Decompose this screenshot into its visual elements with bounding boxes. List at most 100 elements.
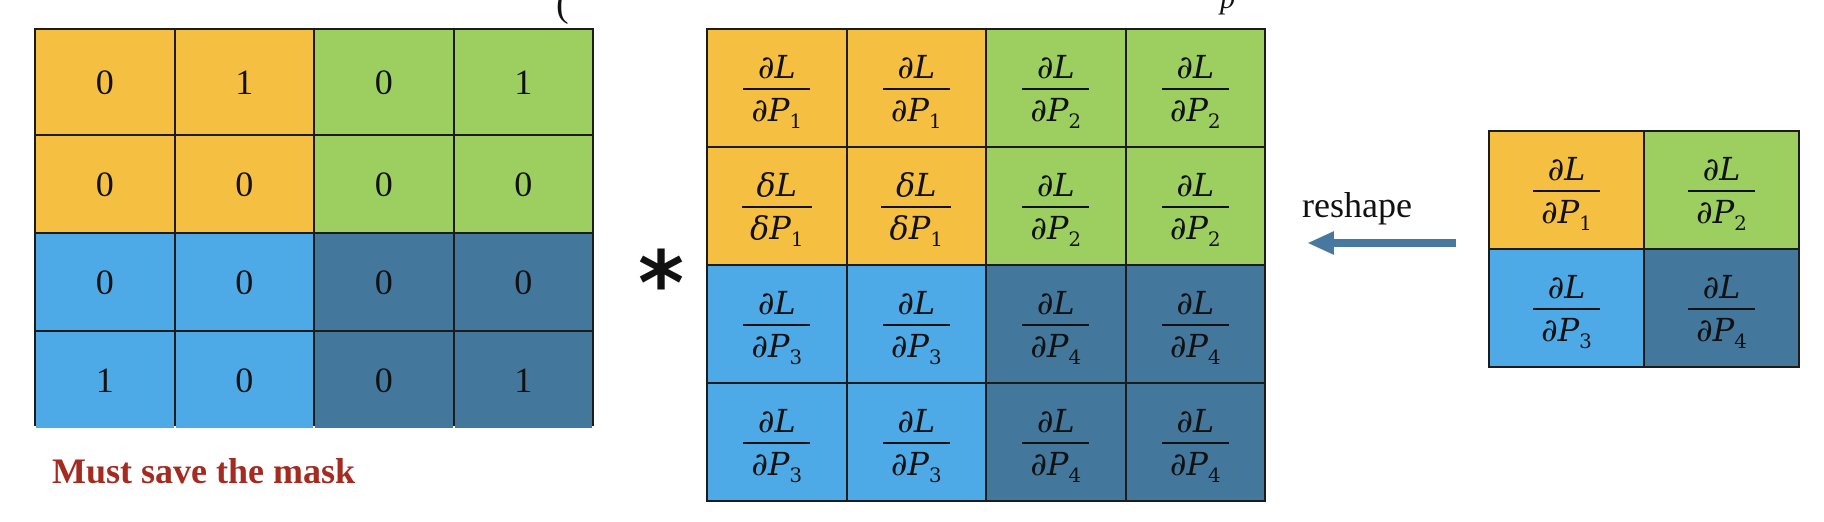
gradient-cell: ∂L ∂P2 <box>987 30 1125 146</box>
fraction-denominator: ∂P3 <box>743 323 811 367</box>
denominator-subscript: 2 <box>1207 226 1221 251</box>
gradient-cell: ∂L∂P1 <box>847 30 985 146</box>
mask-cell: 0 <box>315 30 453 134</box>
denominator-subscript: 2 <box>1068 108 1082 133</box>
mask-cell-value: 0 <box>95 62 114 102</box>
partial-fraction: ∂L ∂P2 <box>1022 47 1090 131</box>
mask-cell-value: 0 <box>514 262 533 302</box>
denominator-subscript: 2 <box>1068 226 1082 251</box>
denominator-symbol: ∂P <box>1030 90 1069 129</box>
partial-fraction: ∂L∂P3 <box>1533 271 1600 351</box>
denominator-subscript: 3 <box>789 462 803 487</box>
fraction-numerator: ∂L <box>1036 47 1075 86</box>
fraction-numerator: ∂L <box>1176 165 1215 204</box>
pooled-cell: ∂L∂P3 <box>1490 250 1643 366</box>
denominator-subscript: 1 <box>789 108 803 133</box>
fraction-numerator: ∂L <box>1547 149 1586 188</box>
fraction-denominator: ∂P4 <box>1161 323 1229 367</box>
denominator-symbol: ∂P <box>1030 208 1069 247</box>
fraction-numerator: ∂L <box>757 283 796 322</box>
gradient-cell: ∂L∂P1 <box>708 30 846 146</box>
fraction-denominator: ∂P4 <box>1688 307 1755 351</box>
fraction-numerator: ∂L <box>1176 283 1215 322</box>
mask-cell: 0 <box>315 136 453 232</box>
fraction-numerator: ∂L <box>1702 267 1741 306</box>
mask-cell: 0 <box>175 136 313 232</box>
denominator-symbol: ∂P <box>751 444 790 483</box>
partial-fraction: ∂L ∂P4 <box>1161 401 1229 485</box>
denominator-symbol: ∂P <box>890 326 929 365</box>
denominator-symbol: ∂P <box>1696 310 1735 349</box>
pooled-gradient-grid: ∂L∂P1 ∂L∂P2 ∂L∂P3 ∂L∂P4 <box>1488 130 1800 368</box>
denominator-symbol: ∂P <box>1169 326 1208 365</box>
gradient-cell: ∂L∂P4 <box>987 266 1125 382</box>
fraction-numerator: ∂L <box>1036 283 1075 322</box>
partial-fraction: ∂L ∂P4 <box>1022 401 1090 485</box>
denominator-symbol: ∂P <box>1696 192 1735 231</box>
partial-fraction: ∂L∂P1 <box>882 51 950 131</box>
fraction-numerator: ∂L <box>1176 47 1215 86</box>
fraction-denominator: ∂P1 <box>882 87 950 131</box>
fraction-numerator: ∂L <box>1702 149 1741 188</box>
partial-fraction: ∂L∂P3 <box>743 283 811 367</box>
denominator-symbol: δP <box>889 208 931 247</box>
gradient-cell: ∂L ∂P4 <box>987 384 1125 500</box>
denominator-subscript: 1 <box>790 226 804 251</box>
denominator-subscript: 4 <box>1068 344 1082 369</box>
fraction-numerator: δL <box>756 165 797 204</box>
multiply-operator: * <box>638 232 685 335</box>
mask-cell: 1 <box>175 30 313 134</box>
fraction-denominator: δP1 <box>741 205 812 249</box>
fraction-denominator: ∂P4 <box>1022 323 1090 367</box>
denominator-subscript: 4 <box>1207 462 1221 487</box>
denominator-symbol: ∂P <box>1030 444 1069 483</box>
mask-cell: 0 <box>36 30 174 134</box>
gradient-cell: ∂L∂P3 <box>847 266 985 382</box>
mask-cell: 0 <box>315 332 453 428</box>
partial-fraction: ∂L∂P3 <box>743 405 811 485</box>
partial-fraction: ∂L∂P4 <box>1161 283 1229 367</box>
denominator-symbol: ∂P <box>1541 192 1580 231</box>
denominator-symbol: ∂P <box>1541 310 1580 349</box>
mask-cell: 0 <box>175 234 313 330</box>
gradient-cell: ∂L∂P3 <box>847 384 985 500</box>
fraction-denominator: ∂P1 <box>1533 189 1600 233</box>
mask-cell: 0 <box>36 136 174 232</box>
mask-cell-value: 1 <box>514 62 533 102</box>
mask-cell-value: 0 <box>514 164 533 204</box>
fraction-denominator: δP1 <box>881 205 952 249</box>
mask-cell: 0 <box>175 332 313 428</box>
mask-cell-value: 0 <box>235 360 254 400</box>
fraction-denominator: ∂P1 <box>743 87 811 131</box>
mask-cell-value: 0 <box>235 164 254 204</box>
mask-cell: 1 <box>36 332 174 428</box>
fraction-numerator: ∂L <box>1176 401 1215 440</box>
denominator-subscript: 3 <box>789 344 803 369</box>
fraction-denominator: ∂P3 <box>882 441 950 485</box>
denominator-subscript: 4 <box>1068 462 1082 487</box>
mask-cell: 1 <box>454 332 592 428</box>
denominator-symbol: ∂P <box>890 90 929 129</box>
title-fragment-paren: ( <box>556 0 569 25</box>
mask-cell-value: 1 <box>235 62 254 102</box>
denominator-symbol: ∂P <box>1030 326 1069 365</box>
denominator-symbol: ∂P <box>890 444 929 483</box>
arrow-left-icon <box>1308 231 1456 255</box>
mask-cell-value: 0 <box>95 164 114 204</box>
denominator-symbol: ∂P <box>1169 444 1208 483</box>
fraction-numerator: ∂L <box>1036 401 1075 440</box>
partial-fraction: ∂L∂P3 <box>882 405 950 485</box>
caption-text: Must save the mask <box>52 451 355 491</box>
denominator-subscript: 2 <box>1734 210 1747 235</box>
denominator-symbol: δP <box>749 208 791 247</box>
fraction-numerator: ∂L <box>757 47 796 86</box>
gradient-cell: ∂L∂P3 <box>708 266 846 382</box>
pooled-cell: ∂L ∂P2 <box>1645 132 1798 248</box>
mask-cell-value: 0 <box>95 262 114 302</box>
arrow-head <box>1308 231 1334 255</box>
partial-fraction: ∂L∂P1 <box>743 47 811 131</box>
mask-cell: 0 <box>315 234 453 330</box>
mask-cell: 0 <box>454 234 592 330</box>
